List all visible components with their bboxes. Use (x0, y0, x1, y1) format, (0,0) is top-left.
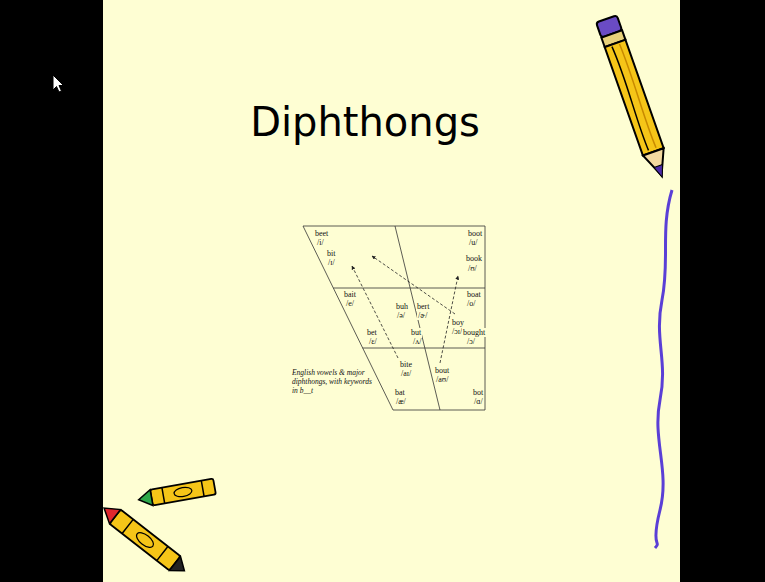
chart-label: /o/ (466, 299, 476, 308)
chart-label: /aɪ/ (400, 369, 412, 378)
chart-label: /ɪ/ (327, 258, 336, 267)
chart-label: buh (395, 302, 409, 311)
slide-background (103, 0, 680, 582)
chart-label: bout (434, 366, 450, 375)
chart-label: /ʌ/ (412, 337, 422, 346)
diphthong-arrows (352, 256, 458, 363)
chart-label: but (410, 328, 422, 337)
chart-label: beet (314, 229, 329, 238)
chart-label: /ɛ/ (368, 337, 378, 346)
chart-divider (395, 226, 440, 410)
chart-label: /ɔ/ (466, 337, 476, 346)
diphthong-arrow (352, 266, 398, 358)
crayon-clipart (98, 501, 189, 578)
chart-label: /aʊ/ (435, 375, 449, 384)
chart-label: /æ/ (395, 397, 407, 406)
chart-label: bit (326, 249, 336, 258)
mouse-cursor (53, 75, 64, 92)
crayon-clipart (137, 479, 216, 508)
chart-caption: English vowels & major diphthongs, with … (292, 368, 372, 395)
chart-divider (333, 288, 485, 289)
chart-label: /ɑ/ (473, 397, 484, 406)
chart-label: /ʊ/ (467, 264, 478, 273)
chart-label: boot (467, 229, 483, 238)
chart-label: bot (472, 388, 484, 397)
pencil-clipart (596, 15, 673, 181)
chart-label: bait (343, 290, 357, 299)
chart-label: bite (399, 360, 413, 369)
chart-label: /ə/ (396, 311, 406, 320)
slide-title: Diphthongs (215, 98, 515, 146)
chart-label: boy (451, 318, 465, 327)
chart-label: /u/ (468, 238, 478, 247)
chart-divider (363, 348, 485, 349)
diphthong-arrow (372, 256, 455, 314)
chart-label: bought (462, 328, 486, 337)
chart-label: /ɚ/ (417, 311, 428, 320)
chart-label: bert (416, 302, 430, 311)
chart-label: /e/ (345, 299, 355, 308)
chart-label: book (465, 254, 483, 263)
chart-label: bat (394, 388, 406, 397)
chart-label: boat (466, 290, 482, 299)
chart-label: /i/ (316, 238, 325, 247)
wavy-line (655, 190, 672, 548)
chart-label: bet (366, 328, 378, 337)
